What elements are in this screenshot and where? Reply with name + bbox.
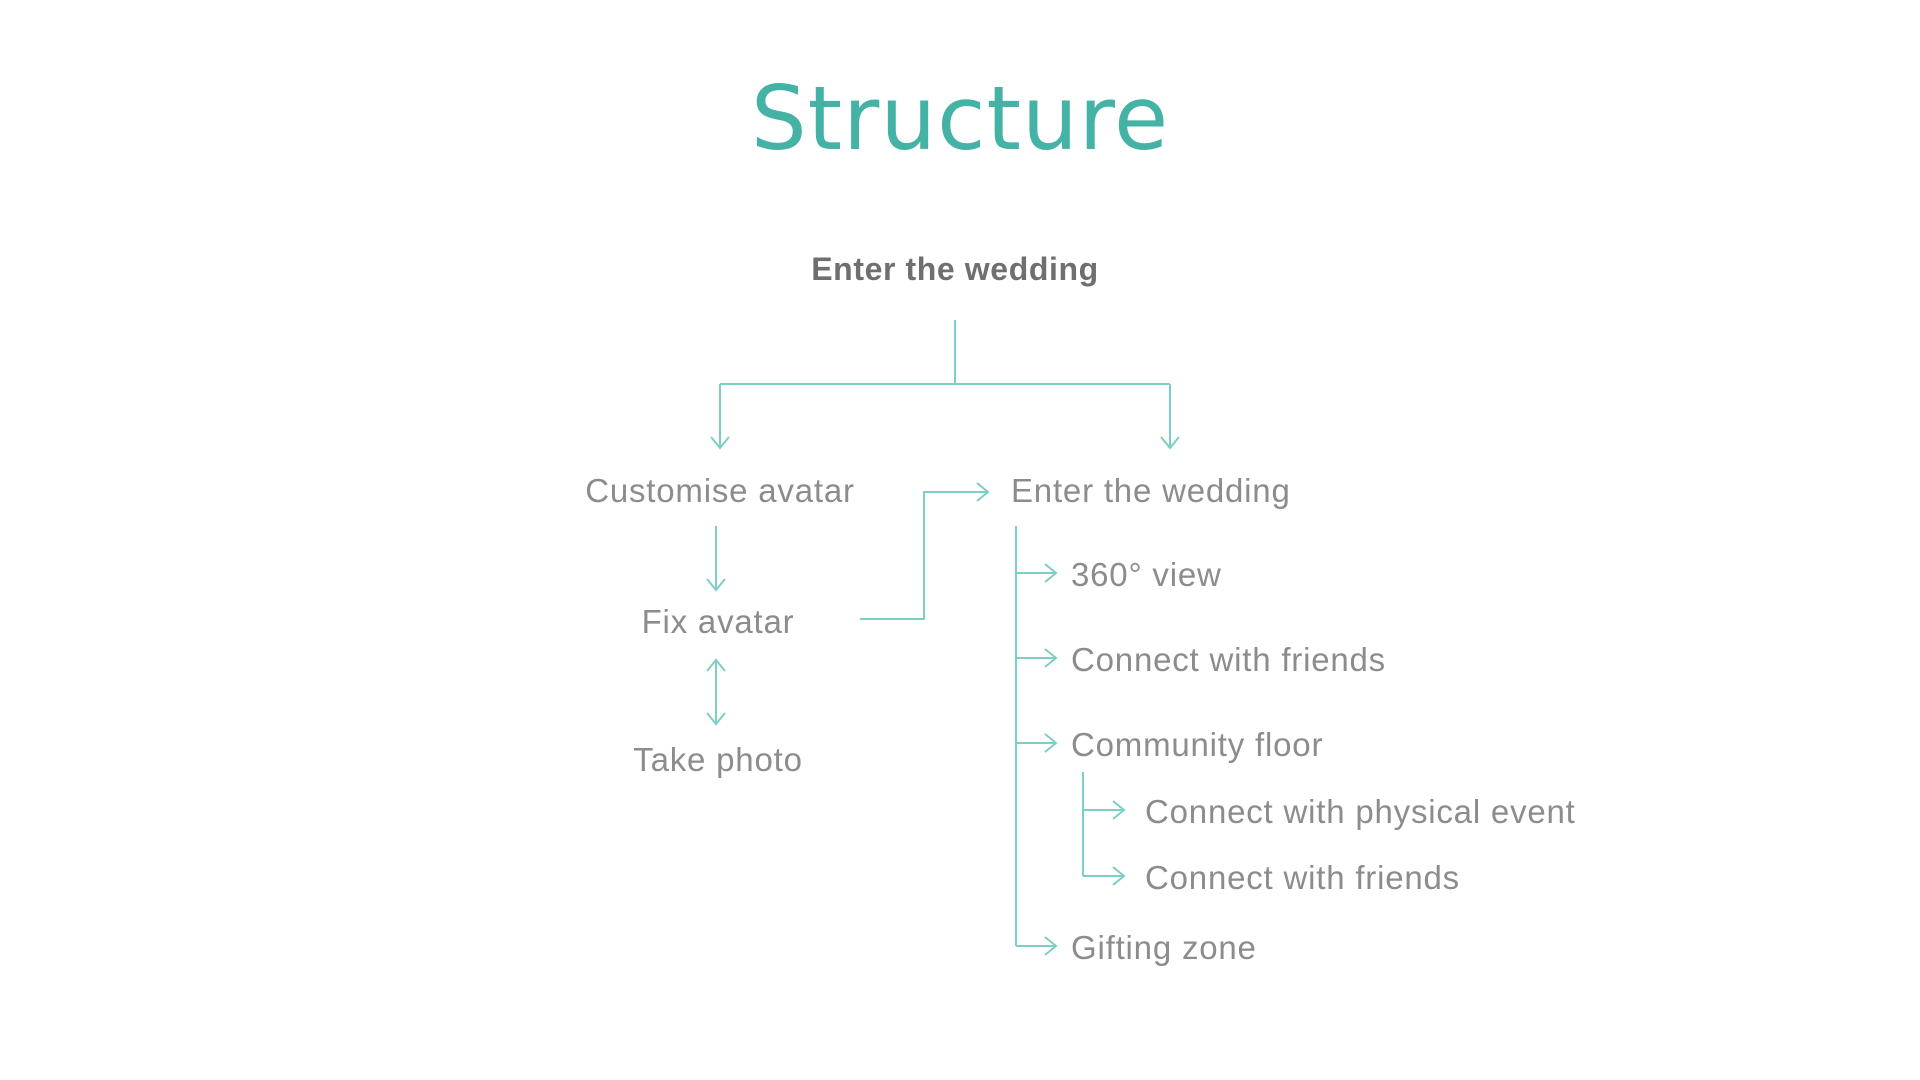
customise-to-fix-arrowhead xyxy=(706,578,726,592)
enter-wedding-node: Enter the wedding xyxy=(1011,472,1291,509)
root-node: Enter the wedding xyxy=(811,251,1099,287)
branch-360-arrowhead xyxy=(1044,563,1058,583)
community-floor-node: Community floor xyxy=(1071,726,1324,763)
fix-photo-arrowhead-down xyxy=(706,712,726,726)
connect-physical-event-node: Connect with physical event xyxy=(1145,793,1576,830)
connect-friends-node: Connect with friends xyxy=(1071,641,1386,678)
fix-to-enter-line xyxy=(860,491,988,620)
community-connect-friends-node: Connect with friends xyxy=(1145,859,1460,896)
sub-physical-arrowhead xyxy=(1112,800,1126,820)
customise-avatar-node: Customise avatar xyxy=(585,472,855,509)
view-360-node: 360° view xyxy=(1071,556,1222,593)
fix-to-enter-arrowhead xyxy=(976,482,990,502)
gifting-zone-node: Gifting zone xyxy=(1071,929,1257,966)
sub-friends-arrowhead xyxy=(1112,866,1126,886)
branch-friends-arrowhead xyxy=(1044,648,1058,668)
right-drop-arrowhead xyxy=(1160,436,1180,450)
left-drop-arrowhead xyxy=(710,436,730,450)
slide-title: Structure xyxy=(750,67,1170,170)
branch-community-arrowhead xyxy=(1044,733,1058,753)
fix-avatar-node: Fix avatar xyxy=(641,603,795,640)
take-photo-node: Take photo xyxy=(633,741,803,778)
branch-gifting-arrowhead xyxy=(1044,936,1058,956)
fix-photo-arrowhead-up xyxy=(706,658,726,672)
